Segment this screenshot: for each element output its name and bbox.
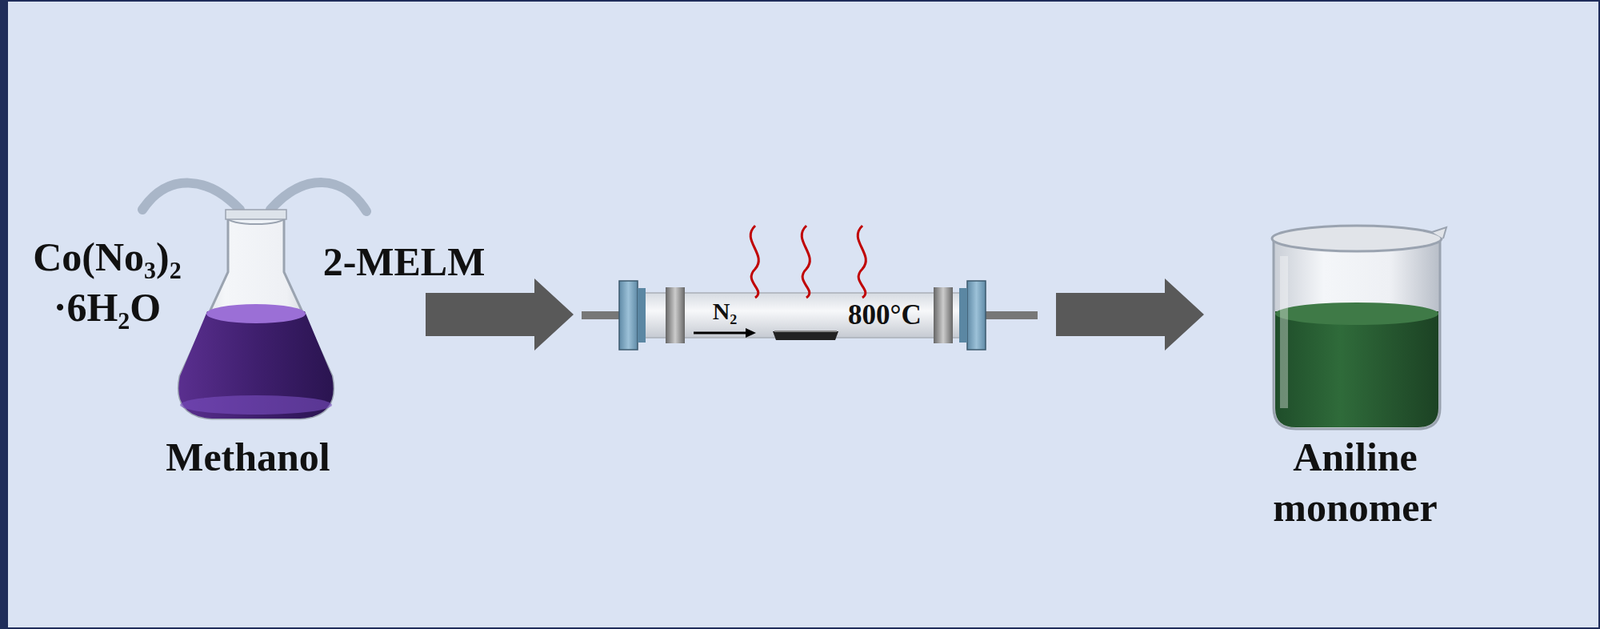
temperature-label: 800°C <box>848 297 922 333</box>
solvent-label: Methanol <box>165 432 331 483</box>
product-label: Aniline monomer <box>1272 432 1438 532</box>
reagent-label: 2-MELM <box>323 236 486 288</box>
gas-label: N₂ <box>712 296 738 327</box>
reagent-label: Co(No₃)₂ ·6H₂O <box>32 232 182 332</box>
